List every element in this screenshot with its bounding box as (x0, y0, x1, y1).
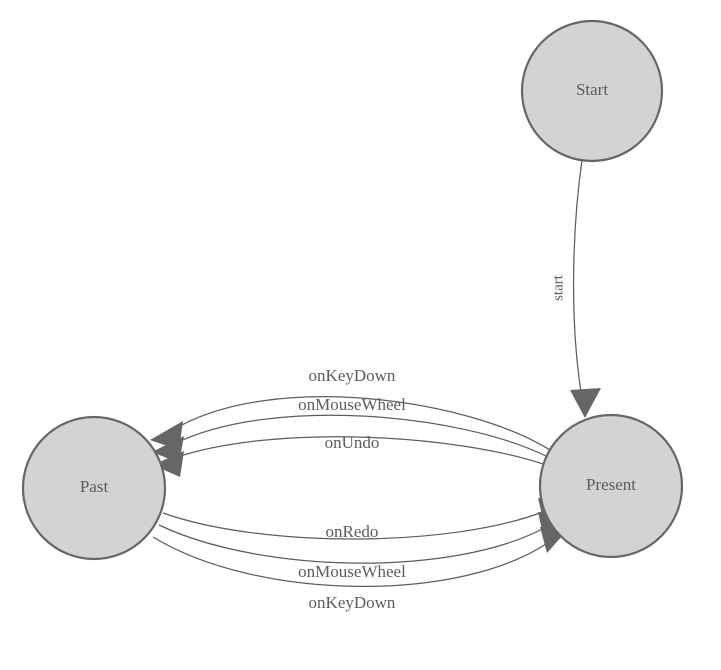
edge-start-to-present-arrowhead (570, 388, 601, 418)
edge-label-start: start (550, 274, 566, 301)
edge-past-to-present-onmousewheel-path (158, 524, 547, 564)
node-present-circle[interactable] (538, 413, 684, 559)
edge-start-to-present-path (572, 159, 583, 393)
edge-present-to-past-onmousewheel-path (175, 414, 549, 458)
node-past-circle[interactable] (21, 415, 167, 561)
node-start-label: Start (576, 80, 608, 99)
edge-past-to-present-onredo-path (162, 510, 546, 540)
edge-present-to-past-onkeydown-path (172, 396, 554, 453)
node-present-label: Present (586, 475, 636, 494)
edge-label-past-to-present-onmousewheel: onMouseWheel (298, 562, 406, 581)
edge-present-to-past-onundo-path (176, 436, 544, 465)
node-present[interactable]: Present (538, 413, 684, 559)
node-start[interactable]: Start (520, 19, 664, 163)
edge-present-to-past-onundo (153, 436, 544, 477)
edge-label-past-to-present-onredo: onRedo (326, 522, 379, 541)
node-past[interactable]: Past (21, 415, 167, 561)
edge-label-present-to-past-onmousewheel: onMouseWheel (298, 395, 406, 414)
node-start-circle[interactable] (520, 19, 664, 163)
edge-label-present-to-past-onkeydown: onKeyDown (309, 366, 396, 385)
edge-label-present-to-past-onundo: onUndo (325, 433, 380, 452)
edge-label-past-to-present-onkeydown: onKeyDown (309, 593, 396, 612)
edge-past-to-present-onkeydown-path (152, 536, 550, 588)
edge-start-to-present: start (550, 159, 601, 418)
node-past-label: Past (80, 477, 109, 496)
edge-present-to-past-onundo-arrowhead (153, 451, 184, 477)
